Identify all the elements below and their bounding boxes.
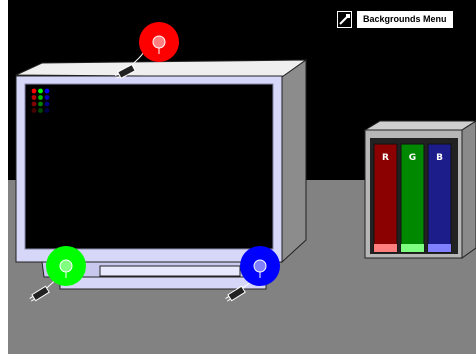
green-bulb[interactable] bbox=[46, 246, 86, 286]
cartridge-blue[interactable]: B bbox=[428, 144, 451, 252]
green-plug[interactable] bbox=[29, 286, 50, 303]
monitor-top bbox=[16, 60, 306, 77]
palette-dot bbox=[32, 108, 37, 113]
palette-dot bbox=[38, 108, 43, 113]
holder-top bbox=[365, 121, 476, 130]
blue-bulb[interactable] bbox=[240, 246, 280, 286]
palette-dot bbox=[45, 108, 50, 113]
cartridge-blue-label: B bbox=[436, 153, 443, 163]
backgrounds-menu-button[interactable]: Backgrounds Menu bbox=[337, 11, 451, 28]
cartridge-red[interactable]: R bbox=[374, 144, 397, 252]
cartridge-green[interactable]: G bbox=[401, 144, 424, 252]
palette-dot bbox=[38, 95, 43, 100]
palette-dot bbox=[45, 102, 50, 107]
palette-dot bbox=[38, 89, 43, 94]
cartridge-red-label: R bbox=[382, 153, 389, 163]
cartridge-green-label: G bbox=[409, 153, 416, 163]
eyedropper-icon bbox=[337, 11, 352, 28]
holder-side bbox=[462, 121, 476, 258]
palette-dot bbox=[45, 89, 50, 94]
palette-dot bbox=[32, 102, 37, 107]
red-bulb[interactable] bbox=[139, 22, 179, 62]
backgrounds-menu-label: Backgrounds Menu bbox=[357, 11, 453, 28]
monitor-slot bbox=[100, 266, 240, 276]
palette-dot bbox=[32, 95, 37, 100]
monitor-side bbox=[282, 60, 306, 262]
monitor-foot bbox=[60, 277, 266, 289]
palette-dot bbox=[38, 102, 43, 107]
palette-dot bbox=[32, 89, 37, 94]
palette-dot bbox=[45, 95, 50, 100]
monitor-screen bbox=[25, 84, 273, 249]
